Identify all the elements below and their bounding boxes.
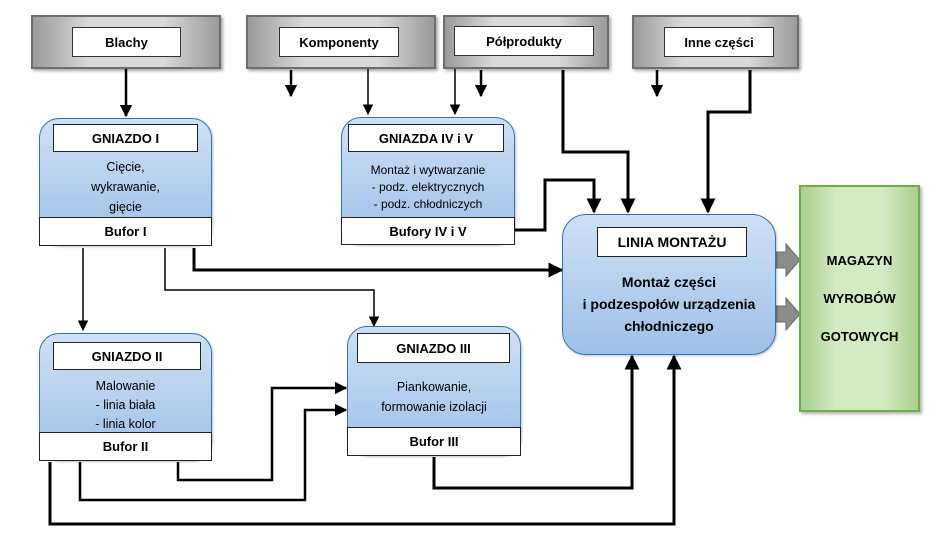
desc-line: wykrawanie, bbox=[91, 180, 160, 194]
arrow-g2-to-assembly bbox=[48, 354, 682, 526]
arrow-assembly-to-warehouse-1 bbox=[775, 242, 801, 278]
station-title: GNIAZDO I bbox=[53, 124, 198, 152]
warehouse: MAGAZYN WYROBÓW GOTOWYCH bbox=[799, 185, 920, 412]
desc-line: Montaż części bbox=[621, 274, 717, 290]
input-label: Blachy bbox=[72, 27, 181, 57]
warehouse-line: GOTOWYCH bbox=[820, 328, 899, 344]
desc-line: Montaż i wytwarzanie bbox=[370, 162, 486, 177]
arrow-g2-to-g3-lower bbox=[78, 403, 348, 502]
station-title: GNIAZDA IV i V bbox=[348, 124, 504, 152]
input-polprodukty: Półprodukty bbox=[443, 15, 609, 69]
arrow-g45-to-assembly bbox=[515, 178, 602, 232]
arrow-assembly-to-warehouse-2 bbox=[775, 296, 801, 332]
desc-line: formowanie izolacji bbox=[381, 400, 487, 414]
station-title: GNIAZDO II bbox=[53, 342, 201, 370]
station-description: Malowanie - linia biała - linia kolor bbox=[40, 376, 211, 434]
desc-line: Malowanie bbox=[95, 378, 156, 393]
input-blachy: Blachy bbox=[31, 15, 221, 69]
buffer-4-5: Bufory IV i V bbox=[341, 217, 515, 245]
arrow-g2-to-g3-upper bbox=[176, 381, 348, 482]
input-label: Komponenty bbox=[279, 27, 399, 57]
station-description: Piankowanie, formowanie izolacji bbox=[348, 375, 520, 419]
station-title: GNIAZDO III bbox=[357, 333, 510, 363]
desc-line: - linia biała bbox=[95, 397, 156, 412]
assembly-line: LINIA MONTAŻU Montaż części i podzespołó… bbox=[562, 214, 776, 355]
arrow-g3-to-assembly bbox=[432, 354, 640, 490]
desc-line: - podz. elektrycznych bbox=[371, 179, 485, 194]
buffer-3: Bufor III bbox=[347, 427, 521, 456]
input-label: Inne części bbox=[664, 27, 774, 57]
desc-line: i podzespołów urządzenia bbox=[582, 296, 756, 312]
buffer-1: Bufor I bbox=[39, 217, 212, 246]
input-komponenty: Komponenty bbox=[246, 15, 436, 69]
input-label: Półprodukty bbox=[454, 26, 594, 56]
desc-line: - podz. chłodniczych bbox=[373, 196, 483, 211]
input-inne-czesci: Inne części bbox=[632, 15, 799, 69]
assembly-title: LINIA MONTAŻU bbox=[597, 227, 747, 257]
assembly-description: Montaż części i podzespołów urządzenia c… bbox=[563, 269, 775, 339]
arrow-inne-to-assembly bbox=[700, 70, 752, 214]
desc-line: - linia kolor bbox=[95, 416, 156, 431]
arrow-g1-to-assembly bbox=[192, 248, 564, 278]
warehouse-line: MAGAZYN bbox=[826, 252, 893, 268]
desc-line: Cięcie, bbox=[106, 160, 145, 174]
buffer-2: Bufor II bbox=[39, 432, 212, 461]
arrow-polprodukty-to-assembly bbox=[561, 70, 636, 214]
desc-line: chłodniczego bbox=[624, 318, 714, 334]
desc-line: gięcie bbox=[109, 200, 142, 214]
warehouse-line: WYROBÓW bbox=[823, 290, 896, 306]
station-description: Cięcie, wykrawanie, gięcie bbox=[40, 157, 211, 217]
arrow-g1-to-g3 bbox=[164, 248, 380, 328]
desc-line: Piankowanie, bbox=[396, 380, 472, 394]
station-description: Montaż i wytwarzanie - podz. elektryczny… bbox=[342, 158, 514, 216]
